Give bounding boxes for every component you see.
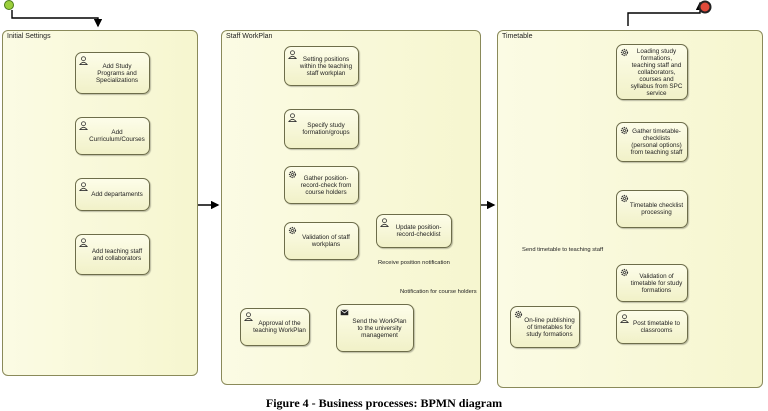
task-label: Approval of the teaching WorkPlan [253,320,306,334]
task-label: Add teaching staff and collaborators [91,247,143,262]
task-loading-study-formations[interactable]: Loading study formations, teaching staff… [616,44,688,100]
user-icon [288,50,297,59]
task-gather-position-record[interactable]: Gather position-record-check from course… [284,166,359,204]
task-online-publishing[interactable]: On-line publishing of timetables for stu… [510,306,580,348]
task-label: Gather position-record-check from course… [300,174,352,196]
pool-title: Timetable [502,33,533,40]
task-label: Loading study formations, teaching staff… [630,47,683,97]
start-event [4,0,14,10]
user-icon [79,238,88,247]
task-validation-timetable[interactable]: Validation of timetable for study format… [616,264,688,302]
task-send-workplan[interactable]: Send the WorkPlan to the university mana… [336,304,414,352]
task-label: Validation of staff workplans [302,234,350,248]
task-specify-study-formation[interactable]: Specify study formation/groups [284,109,359,149]
pool-title: Initial Settings [7,33,51,40]
task-validation-staff-workplans[interactable]: Validation of staff workplans [284,222,359,260]
task-label: Post timetable to classrooms [633,320,680,334]
gear-icon [620,126,629,135]
flow-timetable-exit [627,1,705,26]
task-approval-workplan[interactable]: Approval of the teaching WorkPlan [240,308,310,346]
task-add-departaments[interactable]: Add departaments [75,178,150,211]
task-label: Specify study formation/groups [302,122,350,136]
user-icon [79,182,88,191]
pool-title: Staff WorkPlan [226,33,273,40]
send-timetable-label: Send timetable to teaching staff [522,247,604,253]
figure-caption: Figure 4 - Business processes: BPMN diag… [265,396,503,410]
notification-course-holders-label: Notification for course holders [400,289,477,295]
gear-icon [288,170,297,179]
task-add-study-programs[interactable]: Add Study Programs and Specializations [75,52,150,94]
task-setting-positions[interactable]: Setting positions within the teaching st… [284,46,359,86]
gear-icon [620,48,629,57]
task-label: Add Study Programs and Specializations [95,62,138,84]
task-label: Setting positions within the teaching st… [299,55,353,77]
task-add-curriculum[interactable]: Add Curriculum/Courses [75,117,150,155]
task-update-position-record[interactable]: Update position-record-checklist [376,214,452,248]
task-gather-timetable-checklists[interactable]: Gather timetable-checklists (personal op… [616,122,688,162]
task-label: Update position-record-checklist [395,224,442,238]
task-post-timetable[interactable]: Post timetable to classrooms [616,310,688,344]
envelope-icon [340,309,349,316]
task-label: Add Curriculum/Courses [89,129,145,143]
user-icon [79,121,88,130]
end-event [698,0,712,14]
gear-icon [620,268,629,277]
user-icon [288,113,297,122]
user-icon [380,218,389,227]
task-add-teaching-staff[interactable]: Add teaching staff and collaborators [75,234,150,275]
task-label: Add departaments [91,191,143,198]
task-timetable-checklist-processing[interactable]: Timetable checklist processing [616,190,688,228]
task-label: Timetable checklist processing [629,202,684,216]
gear-icon [288,226,297,235]
task-label: Validation of timetable for study format… [630,272,683,294]
user-icon [620,314,629,323]
gear-icon [514,310,523,319]
gear-icon [620,194,629,203]
task-label: Gather timetable-checklists (personal op… [630,128,683,156]
task-label: Send the WorkPlan to the university mana… [352,317,407,339]
flow-initial-entry [11,10,103,28]
user-icon [244,312,253,321]
task-label: On-line publishing of timetables for stu… [524,316,575,338]
user-icon [79,56,88,65]
receive-notification-label: Receive position notification [378,260,450,266]
